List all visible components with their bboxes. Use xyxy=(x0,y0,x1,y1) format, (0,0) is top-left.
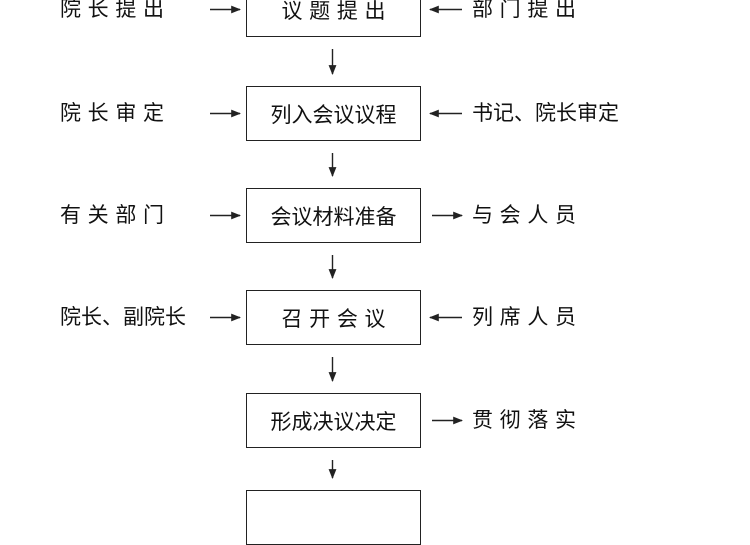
process-box-5: 形成决议决定 xyxy=(246,393,421,448)
left-input-label: 院 长 提 出 xyxy=(60,0,165,21)
right-side-label: 书记、院长审定 xyxy=(472,100,619,125)
right-side-label: 列 席 人 员 xyxy=(472,304,577,329)
right-side-label: 与 会 人 员 xyxy=(472,202,577,227)
left-input-label: 院长、副院长 xyxy=(60,304,186,329)
process-label: 召 开 会 议 xyxy=(281,306,386,331)
process-label: 议 题 提 出 xyxy=(281,0,386,23)
left-input-label: 院 长 审 定 xyxy=(60,100,165,125)
process-label: 会议材料准备 xyxy=(270,204,397,229)
process-box-4: 召 开 会 议 xyxy=(246,290,421,345)
process-box-6 xyxy=(246,490,421,545)
right-side-label: 贯 彻 落 实 xyxy=(472,407,577,432)
process-box-3: 会议材料准备 xyxy=(246,188,421,243)
flowchart: 议 题 提 出 院 长 提 出 部 门 提 出列入会议议程 院 长 审 定 书记、院长审… xyxy=(60,0,619,545)
process-box-1: 议 题 提 出 xyxy=(246,0,421,37)
process-label: 形成决议决定 xyxy=(270,409,397,434)
left-input-label: 有 关 部 门 xyxy=(60,202,165,227)
right-side-label: 部 门 提 出 xyxy=(472,0,577,21)
process-label: 列入会议议程 xyxy=(270,102,397,127)
process-box-2: 列入会议议程 xyxy=(246,86,421,141)
connector-layer xyxy=(210,5,463,479)
